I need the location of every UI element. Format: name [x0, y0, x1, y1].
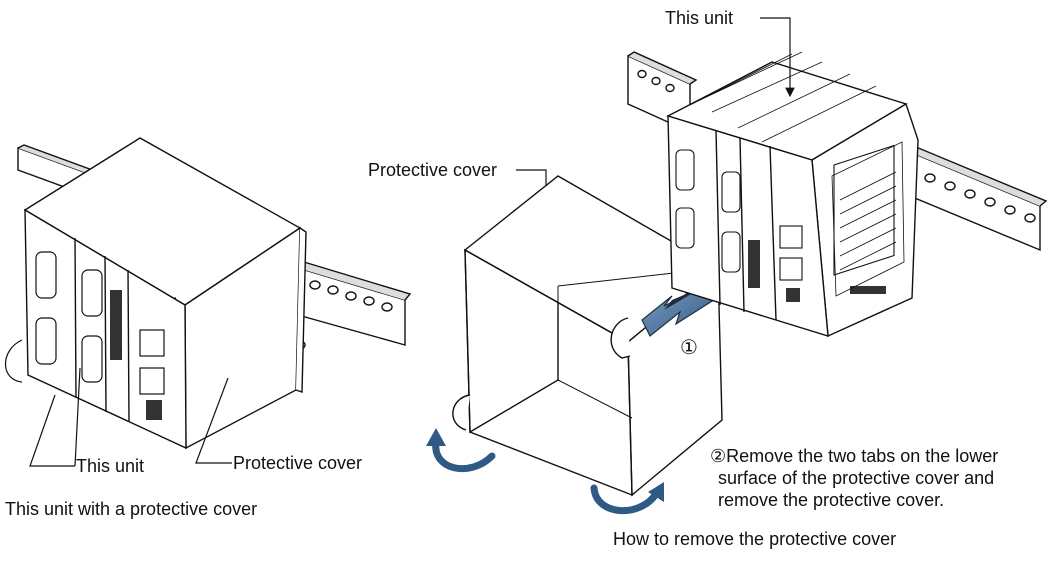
step2-instruction: ②Remove the two tabs on the lower surfac… — [710, 445, 998, 511]
right-unit-body — [666, 51, 919, 338]
left-cover-label: Protective cover — [233, 453, 363, 473]
middle-figure-caption: How to remove the protective cover — [613, 529, 897, 549]
left-leader-lines — [29, 367, 232, 467]
middle-cover-label: Protective cover — [368, 160, 498, 180]
right-unit-side-label — [831, 141, 905, 297]
curved-arrow-left-head — [426, 428, 446, 446]
curved-arrow-right — [590, 484, 660, 515]
left-figure-caption: This unit with a protective cover — [5, 499, 258, 519]
right-din-rail — [627, 51, 1048, 252]
right-unit-label: This unit — [665, 8, 734, 28]
step2-line-3: remove the protective cover. — [718, 490, 945, 510]
curved-arrow-left — [432, 438, 496, 473]
step2-line-1: ②Remove the two tabs on the lower — [710, 446, 999, 466]
left-unit-label: This unit — [76, 456, 145, 476]
right-unit-ports — [675, 144, 895, 302]
left-unit-body — [23, 137, 307, 450]
left-unit-ports — [5, 251, 165, 420]
step2-line-2: surface of the protective cover and — [718, 468, 995, 488]
right-unit-leader — [760, 17, 795, 98]
curved-arrow-right-head — [648, 482, 664, 502]
step1-marker: ① — [680, 337, 698, 359]
